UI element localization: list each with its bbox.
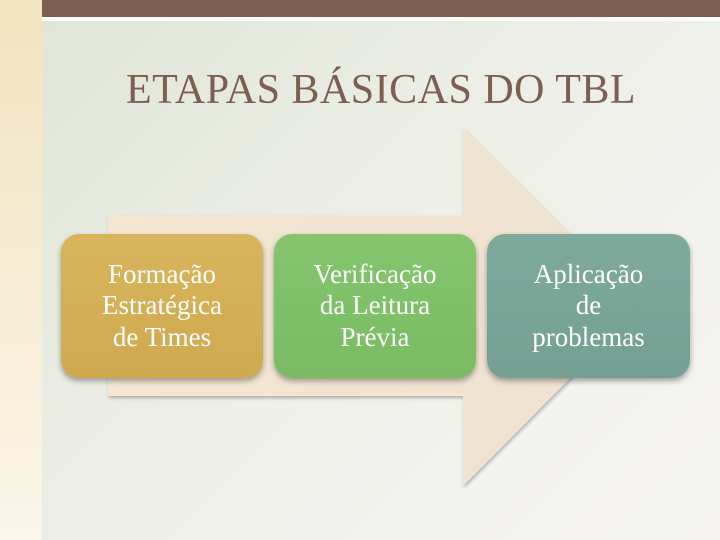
step-label: Formação Estratégica de Times	[102, 259, 222, 352]
top-header-bar	[42, 0, 720, 17]
slide-title: ETAPAS BÁSICAS DO TBL	[125, 67, 637, 113]
step-label: Aplicação de problemas	[532, 259, 645, 352]
top-header-line	[42, 17, 720, 21]
step-reading-verification: Verificação da Leitura Prévia	[274, 234, 476, 378]
left-decorative-band	[0, 0, 42, 540]
step-label: Verificação da Leitura Prévia	[313, 259, 437, 352]
step-team-formation: Formação Estratégica de Times	[61, 234, 263, 378]
step-problem-application: Aplicação de problemas	[487, 234, 690, 378]
